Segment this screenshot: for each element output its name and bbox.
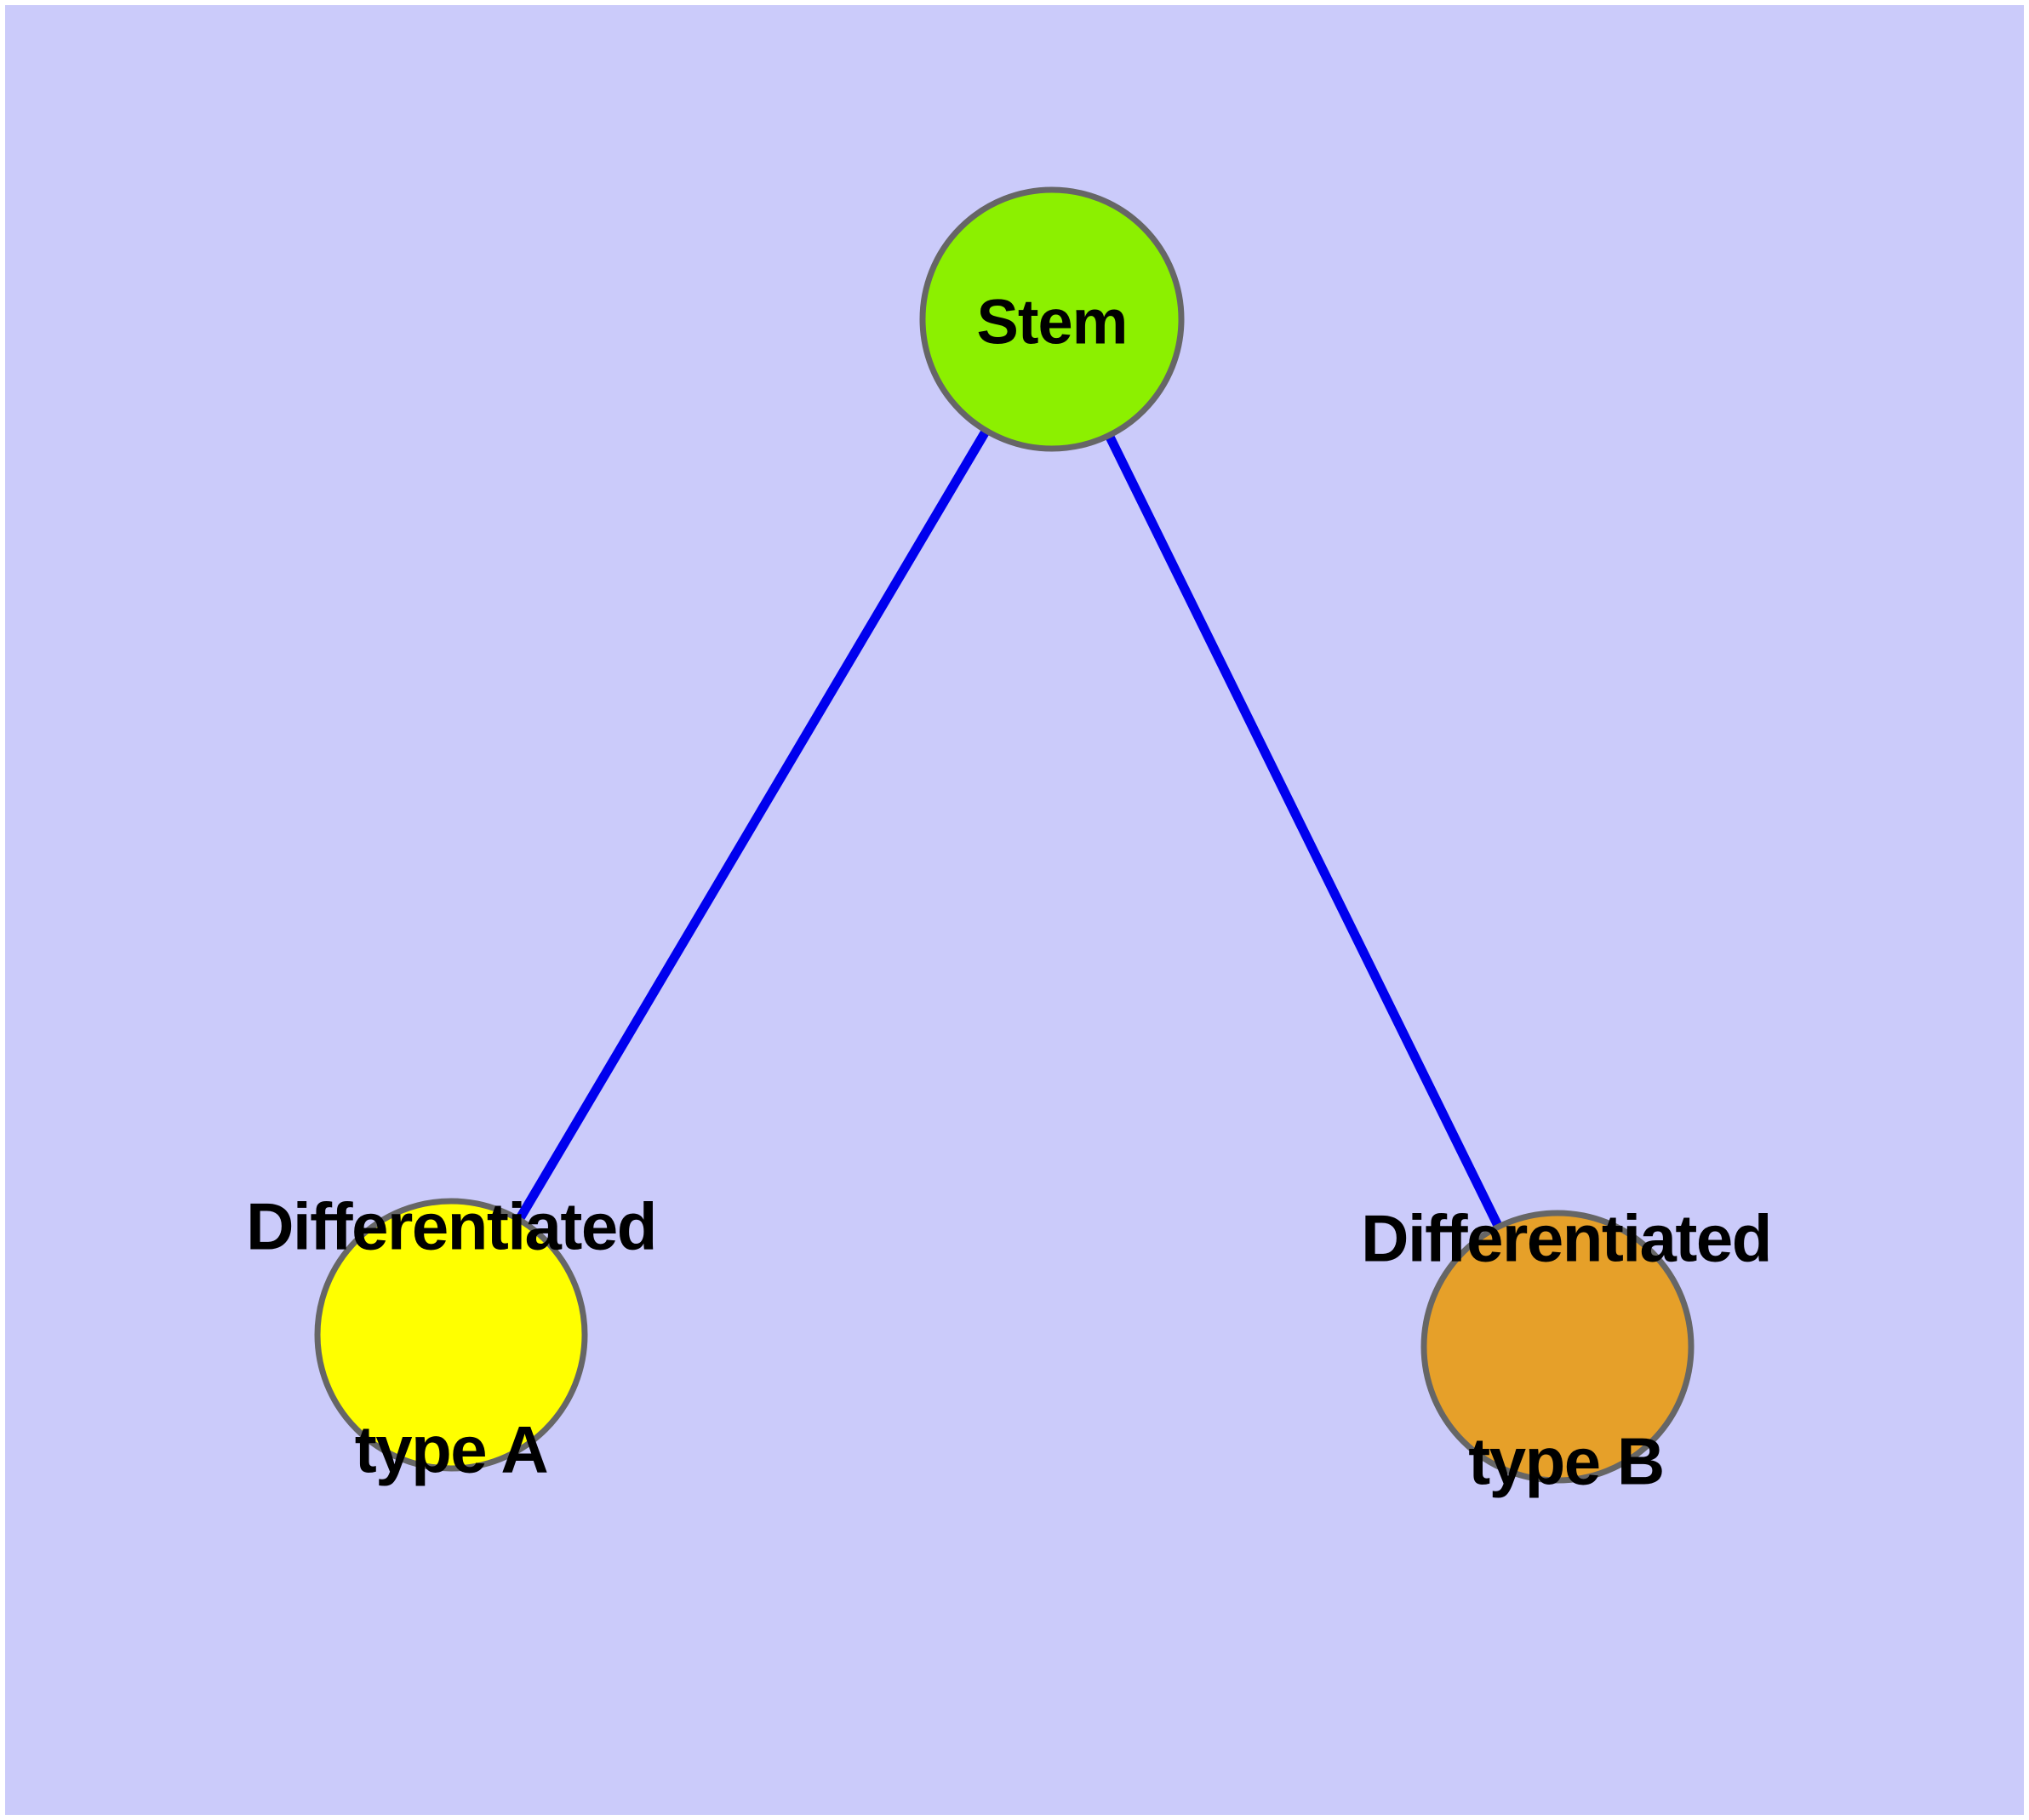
node-differentiated-type-a[interactable] (314, 1198, 588, 1472)
edge-stem-to-differentiated-type-b[interactable] (1048, 317, 1562, 1349)
node-differentiated-type-b[interactable] (1420, 1210, 1695, 1484)
node-layer (314, 186, 1695, 1484)
edge-layer (447, 317, 1562, 1349)
node-stem[interactable] (919, 186, 1185, 452)
edge-stem-to-differentiated-type-a[interactable] (447, 317, 1056, 1337)
